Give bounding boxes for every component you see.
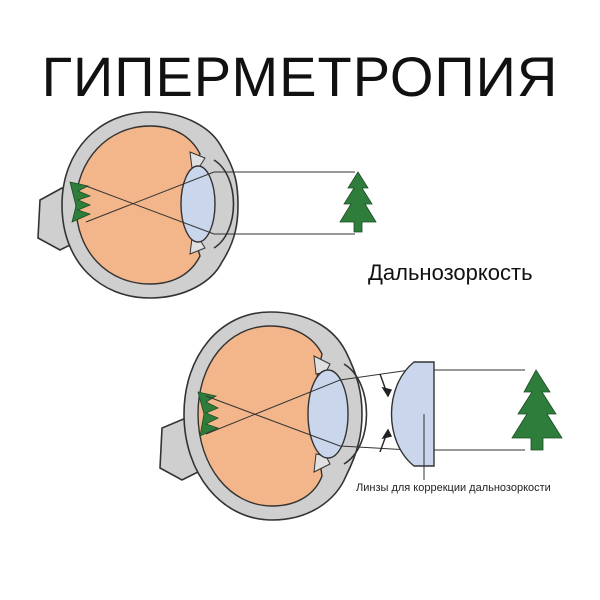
light-rays [85,171,355,235]
inverted-tree-icon [69,181,92,223]
lens-caption: Линзы для коррекции дальнозоркости [356,482,551,494]
eye-uncorrected [37,111,377,299]
tree-icon [511,369,563,451]
tree-icon [339,171,377,233]
convergence-arrows [379,373,393,453]
cornea [343,363,368,465]
diagram-title: ГИПЕРМЕТРОПИЯ [41,45,559,108]
crystalline-lens [307,369,349,459]
crystalline-lens [180,165,216,243]
eye-corrected [159,311,563,521]
diagram-subtitle: Дальнозоркость [368,260,533,285]
light-rays [205,369,525,451]
inverted-tree-icon [197,391,220,437]
cornea [213,159,235,249]
corrective-lens [390,361,435,467]
